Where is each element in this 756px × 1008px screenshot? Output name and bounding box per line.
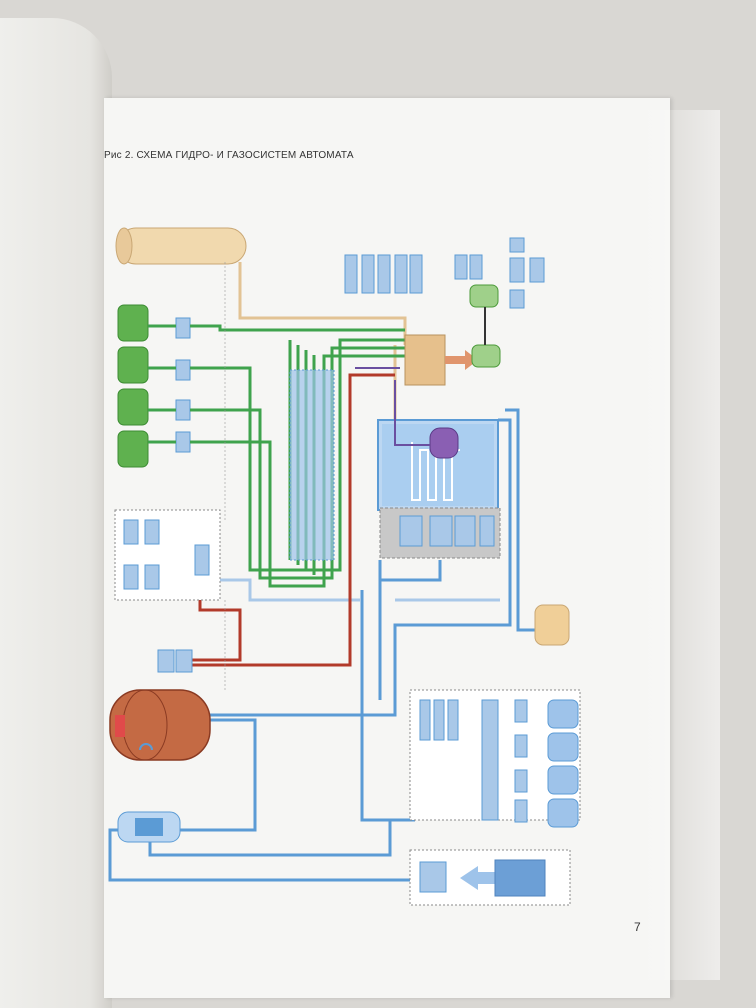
plastic-sleeve-glare (640, 110, 720, 980)
figure-title: Рис 2. СХЕМА ГИДРО- И ГАЗОСИСТЕМ АВТОМАТ… (104, 150, 354, 161)
bottom-left-vessel (117, 811, 181, 843)
mixer-box (404, 334, 446, 386)
red-tank (109, 689, 211, 761)
right-green-vessel (469, 284, 501, 368)
bottom-right-group (409, 689, 581, 828)
bottom-panel (409, 849, 571, 906)
left-control-box (114, 509, 221, 601)
orange-arrow (445, 350, 478, 370)
top-tank (115, 227, 247, 265)
blue-pipes (108, 408, 540, 882)
heater-boxes (157, 649, 193, 673)
page-number: 7 (634, 920, 641, 934)
hatched-channel (289, 369, 335, 561)
central-assembly (377, 419, 501, 559)
top-right-boxes (344, 237, 545, 309)
right-beige-vessel (534, 604, 570, 646)
previous-page-curl (0, 18, 112, 1008)
green-cylinders (117, 304, 191, 468)
purple-pipes (355, 367, 430, 446)
